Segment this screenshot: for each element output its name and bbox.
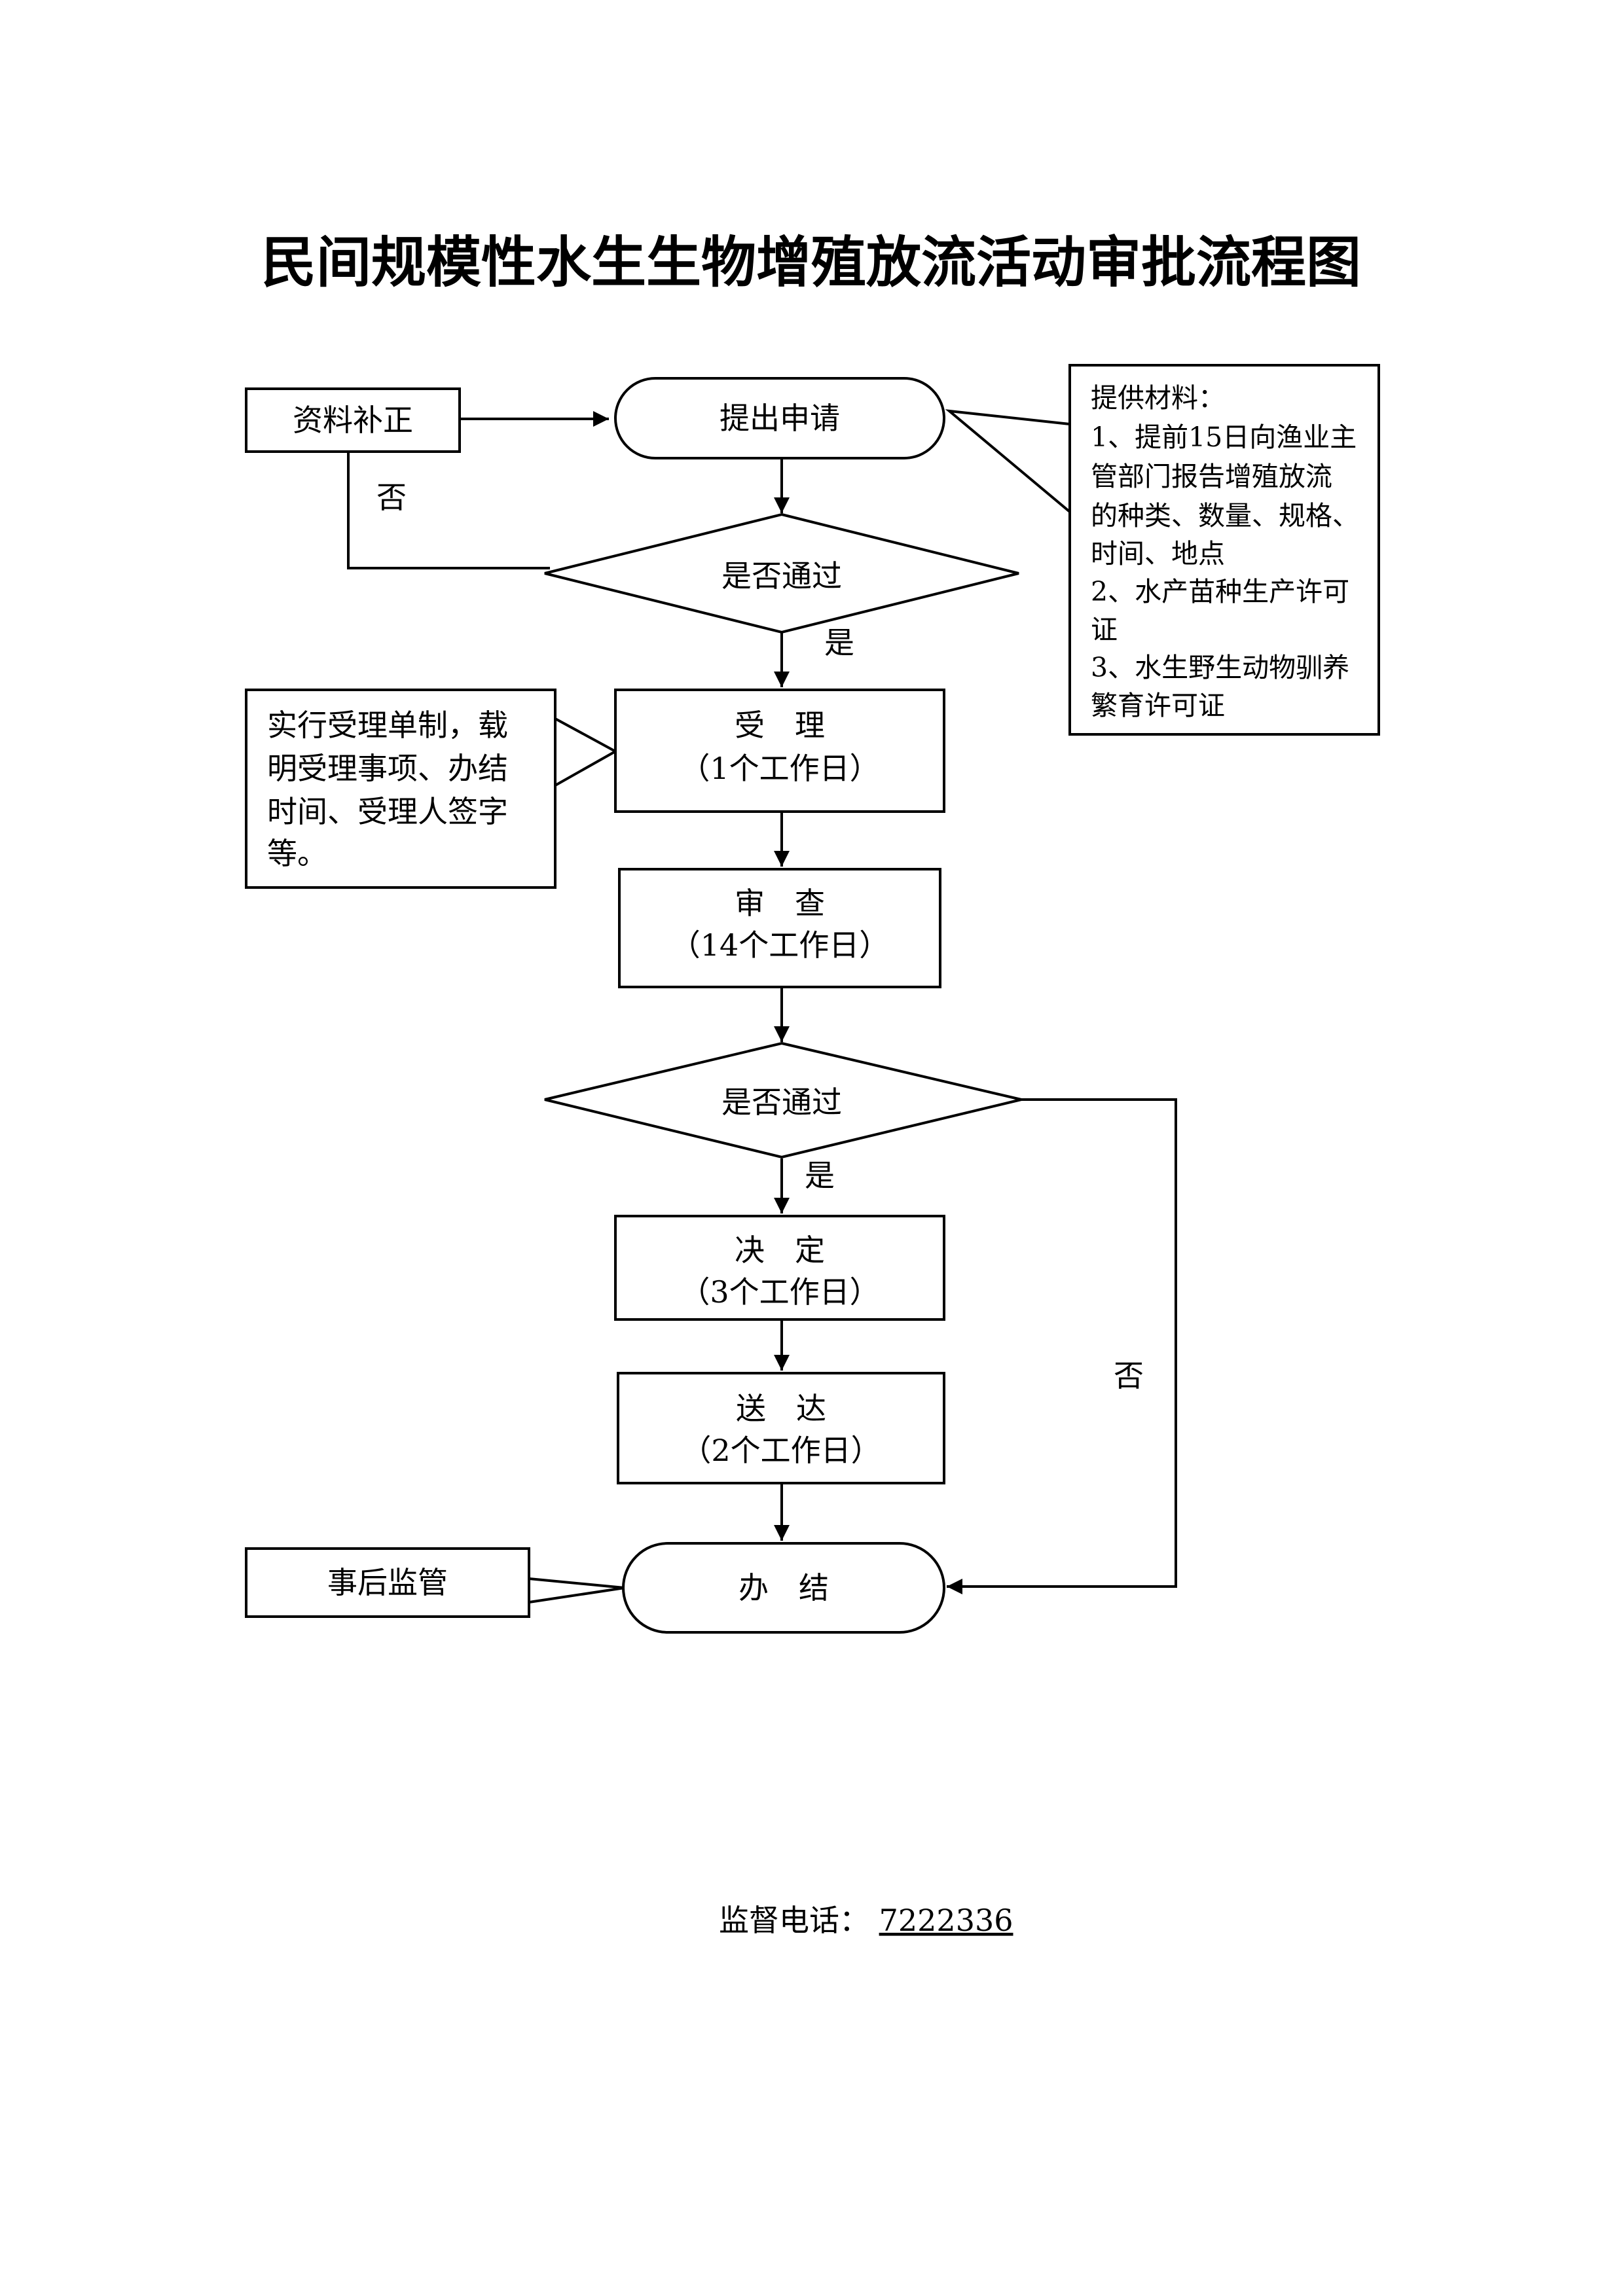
- review-days: （14个工作日）: [670, 927, 890, 963]
- accept-box: [614, 689, 945, 813]
- edge-label-yes1: 是: [824, 625, 854, 660]
- materials-note-text: 提供材料： 1、提前15日向渔业主 管部门报告增殖放流 的种类、数量、规格、 时…: [1091, 382, 1368, 721]
- accept-note-box: [245, 689, 556, 889]
- edge-label-no2: 否: [1114, 1358, 1144, 1393]
- callout-accept-note: [555, 717, 619, 787]
- accept-note-line-3: 时间、受理人签字: [267, 794, 508, 829]
- deliver-label: 送 达: [736, 1391, 826, 1426]
- page-title: 民间规模性水生生物增殖放流活动审批流程图: [261, 230, 1361, 295]
- phone-value: 7222336: [879, 1903, 1013, 1938]
- callout-apply-materials: [945, 409, 1071, 513]
- materials-line-4: 的种类、数量、规格、: [1091, 500, 1359, 531]
- edge-label-yes2: 是: [805, 1158, 835, 1193]
- materials-note-box: [1068, 364, 1380, 736]
- apply-terminal: [614, 377, 945, 459]
- line-decision2-no-to-finish: [947, 1098, 1177, 1594]
- materials-line-7: 证: [1091, 614, 1118, 645]
- apply-label: 提出申请: [720, 401, 840, 436]
- accept-note-text: 实行受理单制，载 明受理事项、办结 时间、受理人签字 等。: [267, 708, 518, 871]
- review-label: 审 查: [735, 886, 825, 921]
- decision2-label: 是否通过: [721, 1085, 842, 1120]
- review-box: [618, 868, 941, 988]
- accept-days: （1个工作日）: [680, 751, 879, 786]
- supplement-label: 资料补正: [293, 403, 413, 438]
- finish-terminal: [622, 1542, 945, 1634]
- supplement-box: [245, 387, 461, 453]
- accept-label: 受 理: [735, 708, 825, 743]
- decision1-label: 是否通过: [721, 558, 842, 594]
- decide-box: [614, 1215, 945, 1321]
- materials-line-9: 繁育许可证: [1091, 690, 1225, 721]
- callout-supervision: [528, 1577, 625, 1604]
- accept-note-line-1: 实行受理单制，载: [267, 708, 508, 743]
- materials-line-1: 提供材料：: [1091, 382, 1225, 414]
- decide-days: （3个工作日）: [680, 1274, 879, 1310]
- deliver-box: [617, 1372, 945, 1484]
- phone-label: 监督电话：: [719, 1903, 869, 1938]
- supervision-box: [245, 1547, 530, 1618]
- materials-line-8: 3、水生野生动物驯养: [1091, 652, 1349, 683]
- line-decision1-no-to-supplement: [347, 453, 550, 569]
- materials-line-3: 管部门报告增殖放流: [1091, 461, 1332, 492]
- edge-label-no1: 否: [376, 480, 407, 515]
- decide-label: 决 定: [735, 1232, 825, 1268]
- deliver-days: （2个工作日）: [681, 1433, 881, 1468]
- accept-note-line-2: 明受理事项、办结: [267, 751, 508, 786]
- materials-line-5: 时间、地点: [1091, 538, 1225, 569]
- materials-line-6: 2、水产苗种生产许可: [1091, 576, 1349, 607]
- materials-line-2: 1、提前15日向渔业主: [1091, 422, 1357, 453]
- finish-label: 办 结: [739, 1570, 829, 1605]
- accept-note-line-4: 等。: [267, 836, 327, 871]
- decision2-diamond: [544, 1041, 1022, 1159]
- supervision-phone: 监督电话： 7222336: [719, 1903, 1013, 1938]
- decision1-diamond: [544, 512, 1019, 634]
- supervision-label: 事后监管: [327, 1565, 448, 1600]
